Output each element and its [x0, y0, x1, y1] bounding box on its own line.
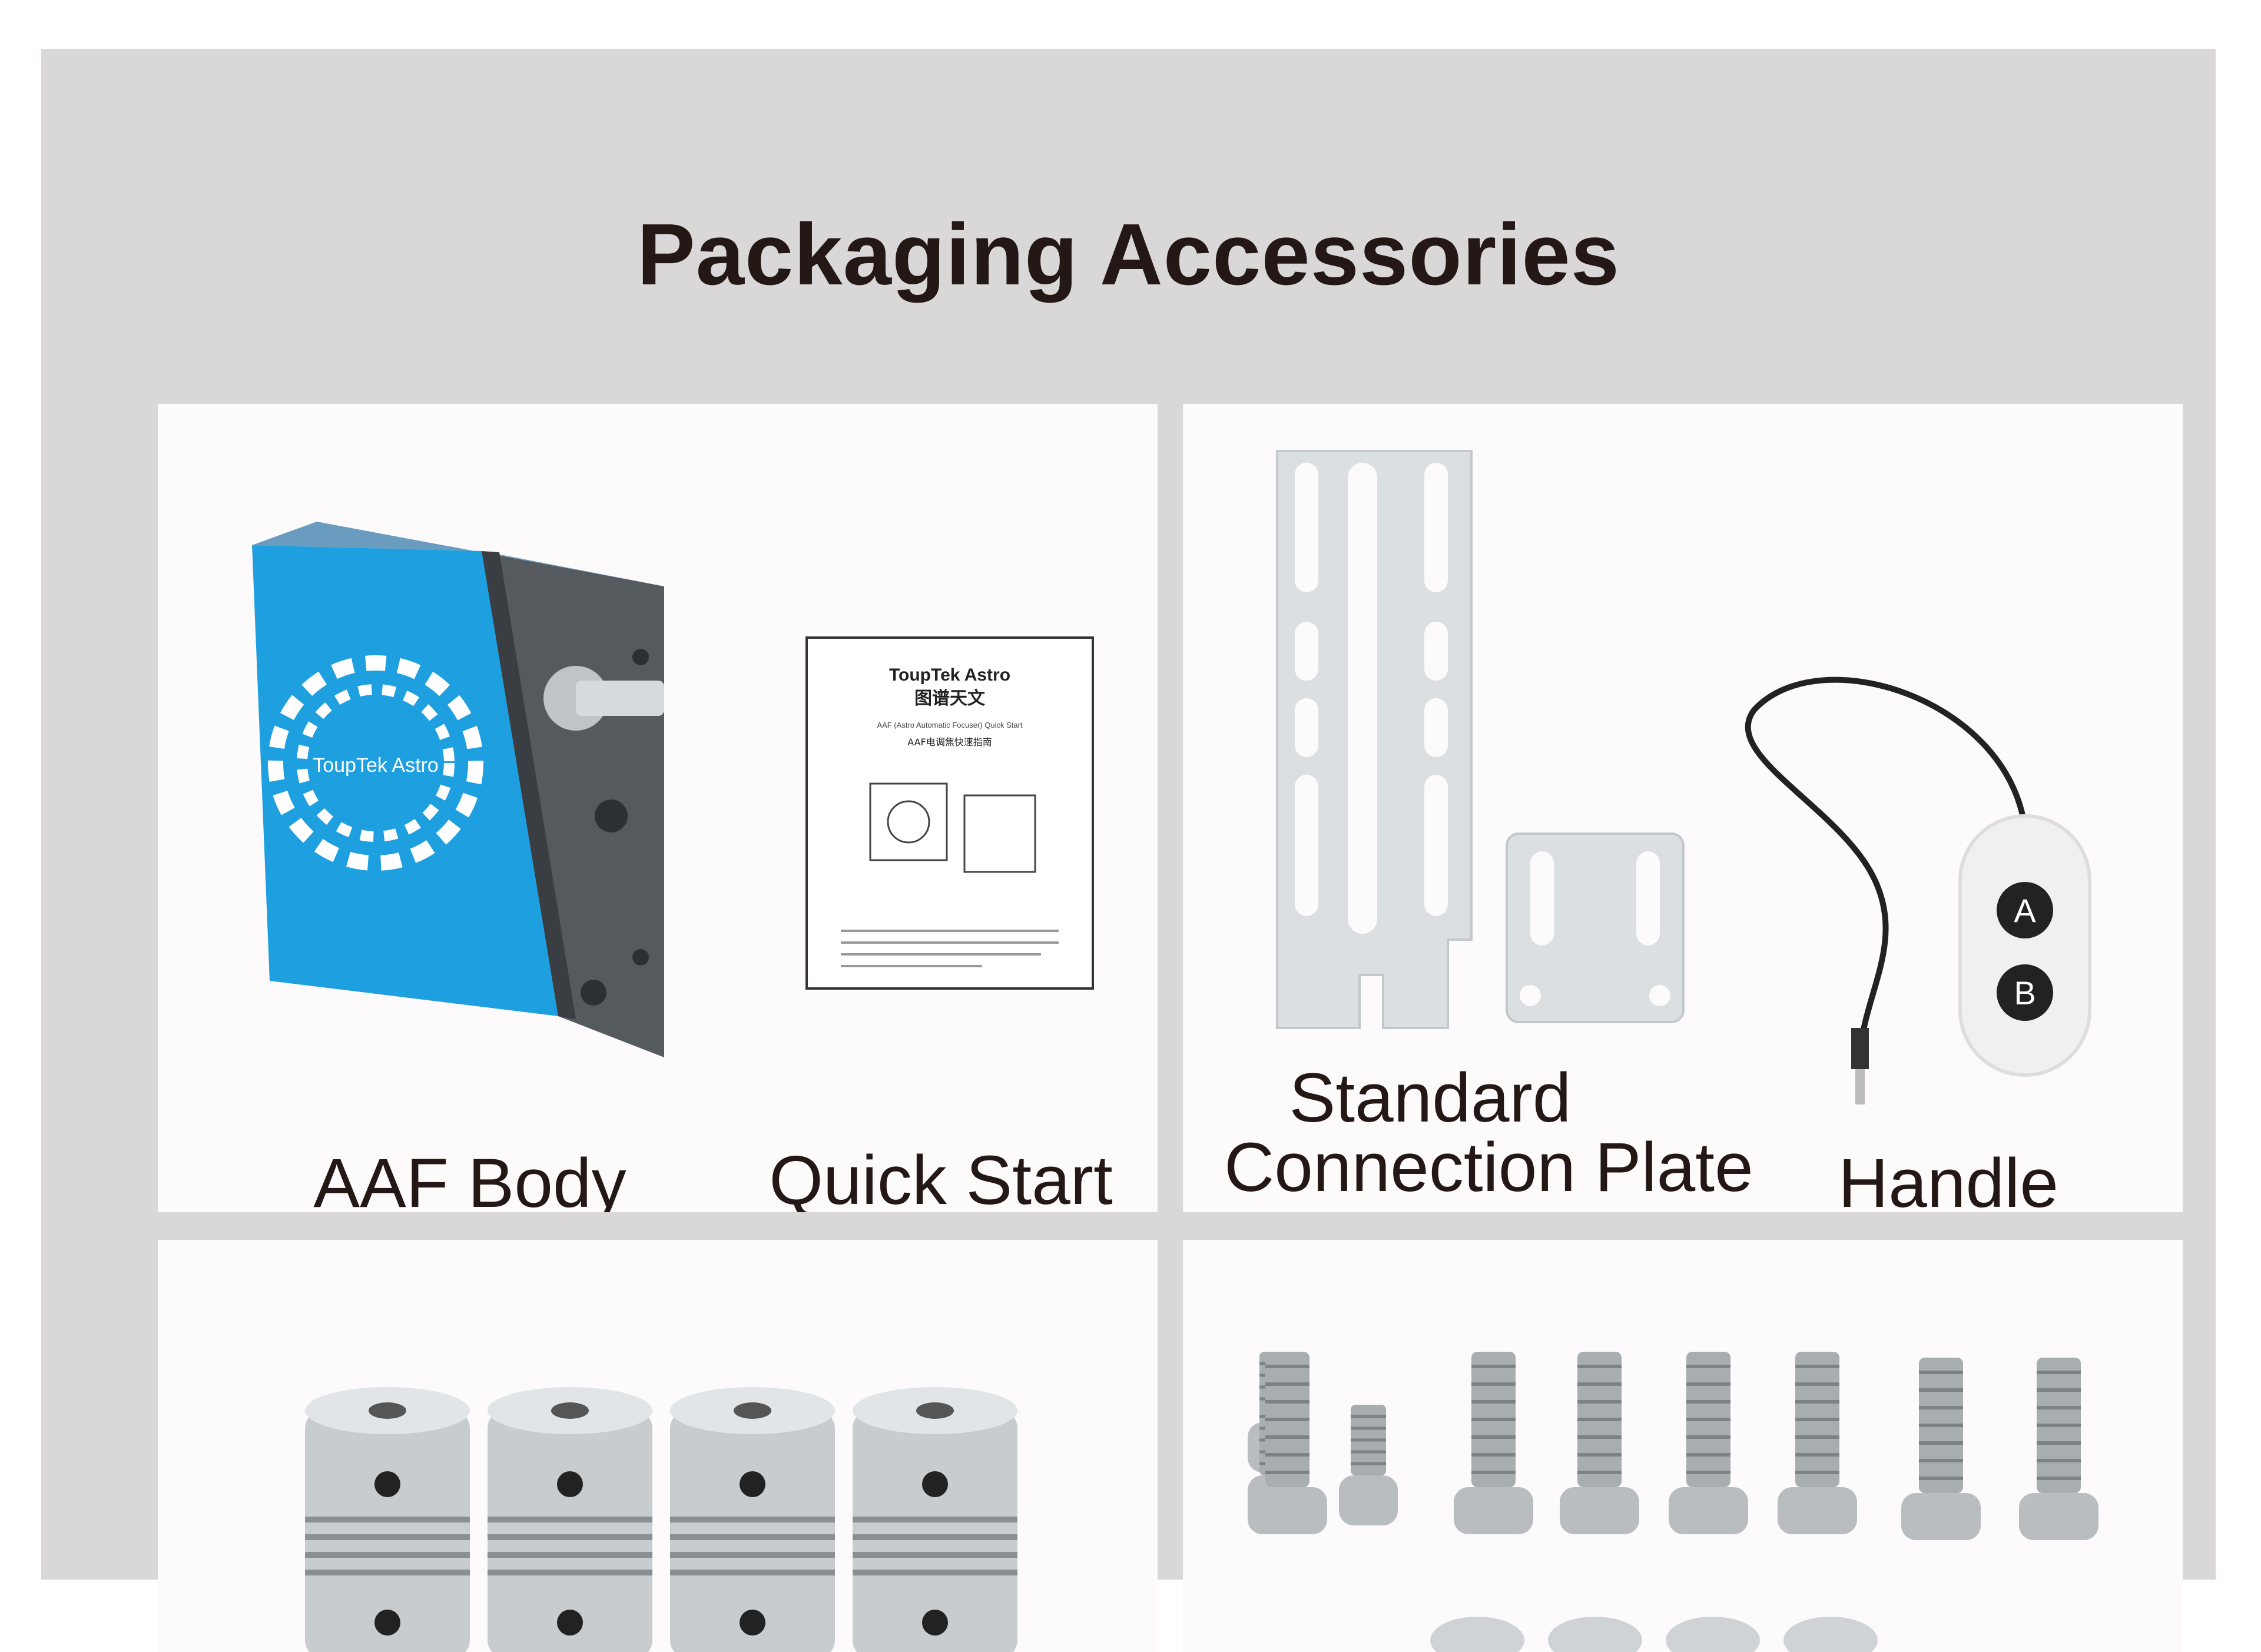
aaf-body-image: ToupTek Astro [252, 522, 664, 1057]
quick-start-booklet-image: ToupTek Astro 图谱天文 AAF (Astro Automatic … [805, 636, 1094, 990]
accessories-panel: Packaging Accessories ToupTek Astro Toup… [41, 49, 2216, 1652]
connection-plate-label-line1: Standard [1289, 1059, 1572, 1137]
handle-label: Handle [1838, 1145, 2058, 1212]
screws-image [1248, 1352, 2131, 1652]
booklet-brand-cn: 图谱天文 [914, 688, 985, 709]
booklet-subtitle: AAF (Astro Automatic Focuser) Quick Star… [877, 721, 1022, 729]
connection-plate-image [1276, 450, 1685, 1029]
connection-plate-label-line2: Connection Plate [1224, 1129, 1753, 1206]
handle-button-a: A [2014, 892, 2036, 929]
page-title: Packaging Accessories [636, 206, 1620, 303]
card-couplers [158, 1240, 1158, 1652]
handle-button-b: B [2014, 974, 2035, 1011]
card-body-quickstart: ToupTek Astro ToupTek Astro 图谱天文 AAF (As… [158, 404, 1158, 1212]
aaf-body-brand: ToupTek Astro [313, 754, 439, 777]
handle-image: A B [1745, 676, 2091, 1104]
card-screws [1183, 1240, 2183, 1652]
couplers-image [305, 1387, 1041, 1652]
aaf-body-label: AAF Body [313, 1145, 626, 1212]
quick-start-label: Quick Start [769, 1142, 1113, 1212]
booklet-subtitle-cn: AAF电调焦快速指南 [907, 737, 992, 748]
card-plate-handle: A B Standard Connection Plate Handle [1183, 404, 2183, 1212]
booklet-brand: ToupTek Astro [889, 665, 1010, 685]
